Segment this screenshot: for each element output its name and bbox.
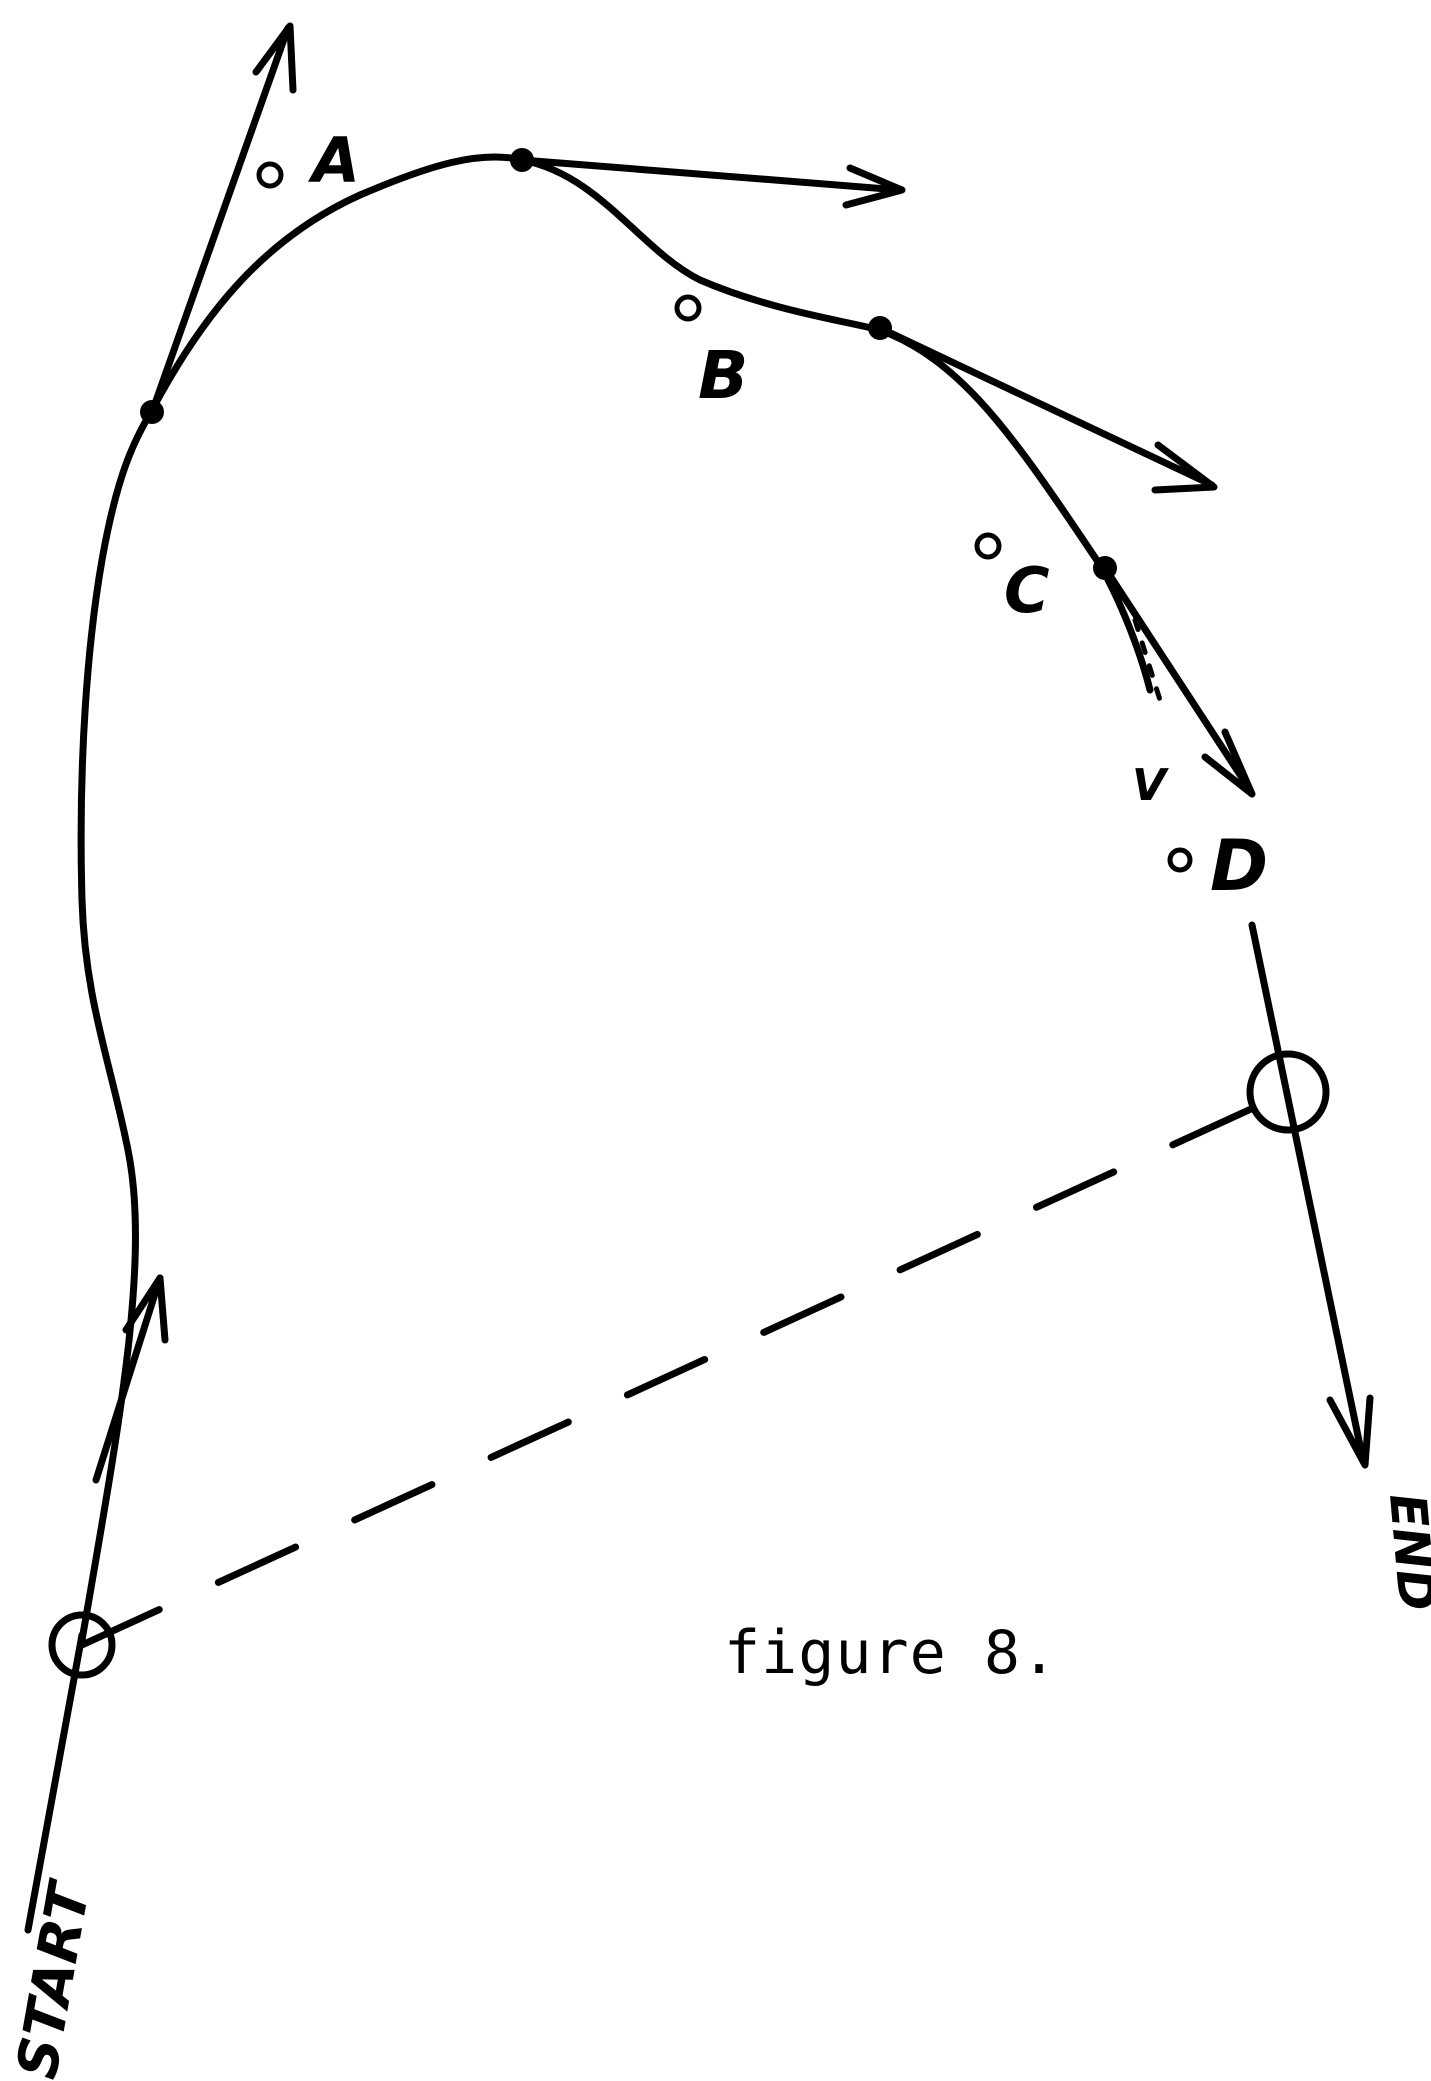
start-direction-arrow-head [122, 1274, 169, 1344]
marker-c [974, 532, 1002, 560]
tangent-arrow-a-head [252, 22, 297, 94]
figure-caption: figure 8. [724, 1618, 1059, 1688]
start-direction-arrow [92, 1274, 164, 1484]
label-start: START [5, 1875, 104, 2081]
end-circle [1246, 1050, 1330, 1134]
label-end: END [1378, 1491, 1431, 1613]
tangent-arrow-top [518, 156, 904, 194]
exit-line [1248, 921, 1367, 1464]
dashed-connector [78, 1088, 1292, 1649]
marker-d [1167, 847, 1193, 873]
label-v: V [1132, 760, 1169, 811]
tangent-arrow-b-head [1151, 441, 1218, 494]
start-circle [48, 1611, 116, 1679]
tangent-arrow-c-head [1201, 728, 1256, 798]
tangent-arrow-c [1101, 564, 1254, 794]
label-a: A [307, 124, 360, 197]
velocity-dotted-arrow [1132, 617, 1163, 703]
exit-arrow-head [1326, 1394, 1374, 1469]
marker-a [256, 161, 284, 189]
label-d: D [1210, 825, 1268, 907]
label-c: C [1004, 554, 1050, 627]
tangent-arrow-top-head [842, 164, 906, 209]
start-entry-line [24, 1631, 86, 1934]
label-b: B [698, 337, 748, 414]
tangent-arrow-b [876, 324, 1216, 489]
tangent-arrow-a [148, 24, 292, 416]
marker-b [674, 294, 702, 322]
